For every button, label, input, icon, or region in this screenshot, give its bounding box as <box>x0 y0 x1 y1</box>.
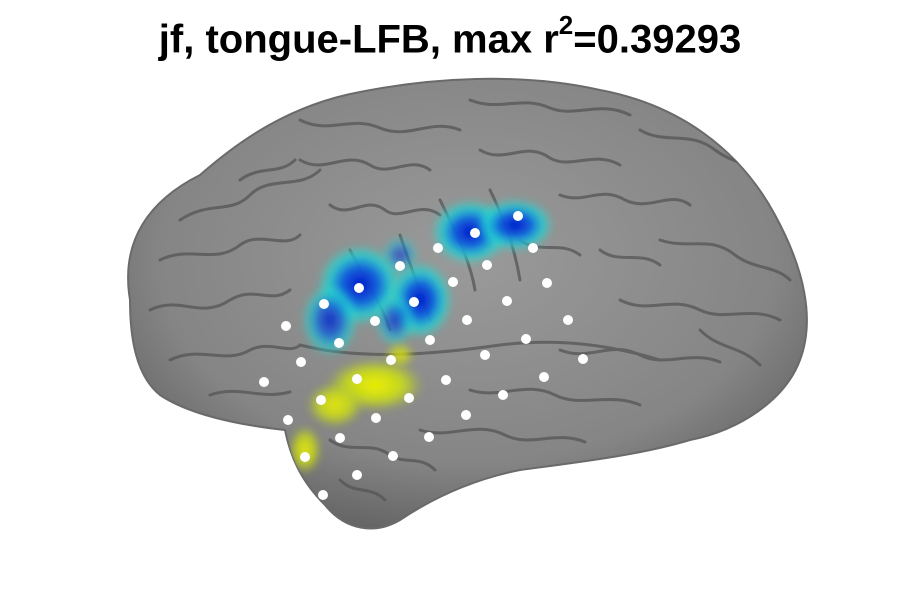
electrode <box>482 260 492 270</box>
electrode <box>502 296 512 306</box>
electrode <box>513 211 523 221</box>
electrode <box>498 390 508 400</box>
electrode <box>470 228 480 238</box>
electrode <box>316 395 326 405</box>
electrode <box>334 338 344 348</box>
electrode <box>388 451 398 461</box>
electrode <box>296 357 306 367</box>
electrode <box>395 261 405 271</box>
electrode <box>259 377 269 387</box>
electrode <box>404 393 414 403</box>
electrode <box>461 410 471 420</box>
title-superscript: 2 <box>558 10 574 40</box>
title-suffix: =0.39293 <box>573 17 742 62</box>
electrode <box>386 355 396 365</box>
electrode <box>462 315 472 325</box>
electrode <box>283 415 293 425</box>
electrode <box>281 321 291 331</box>
title-prefix: jf, tongue-LFB, max r <box>158 17 559 62</box>
electrode <box>371 413 381 423</box>
electrode <box>370 316 380 326</box>
electrode <box>563 315 573 325</box>
electrode <box>542 278 552 288</box>
electrode-grid <box>259 211 588 500</box>
electrode <box>433 243 443 253</box>
electrode <box>354 283 364 293</box>
electrode <box>318 490 328 500</box>
electrode <box>335 433 345 443</box>
electrode <box>352 374 362 384</box>
electrode <box>352 470 362 480</box>
electrode <box>319 299 329 309</box>
electrode <box>409 297 419 307</box>
electrode <box>480 350 490 360</box>
electrode <box>448 277 458 287</box>
activation-map <box>289 199 553 474</box>
electrode <box>441 375 451 385</box>
electrode <box>300 452 310 462</box>
electrode <box>528 243 538 253</box>
electrode <box>424 432 434 442</box>
electrode <box>521 334 531 344</box>
cortex-surface <box>127 77 808 530</box>
electrode <box>425 335 435 345</box>
electrode <box>539 372 549 382</box>
sulci-pattern <box>148 98 792 502</box>
electrode <box>578 354 588 364</box>
figure-title: jf, tongue-LFB, max r2=0.39293 <box>0 10 900 62</box>
